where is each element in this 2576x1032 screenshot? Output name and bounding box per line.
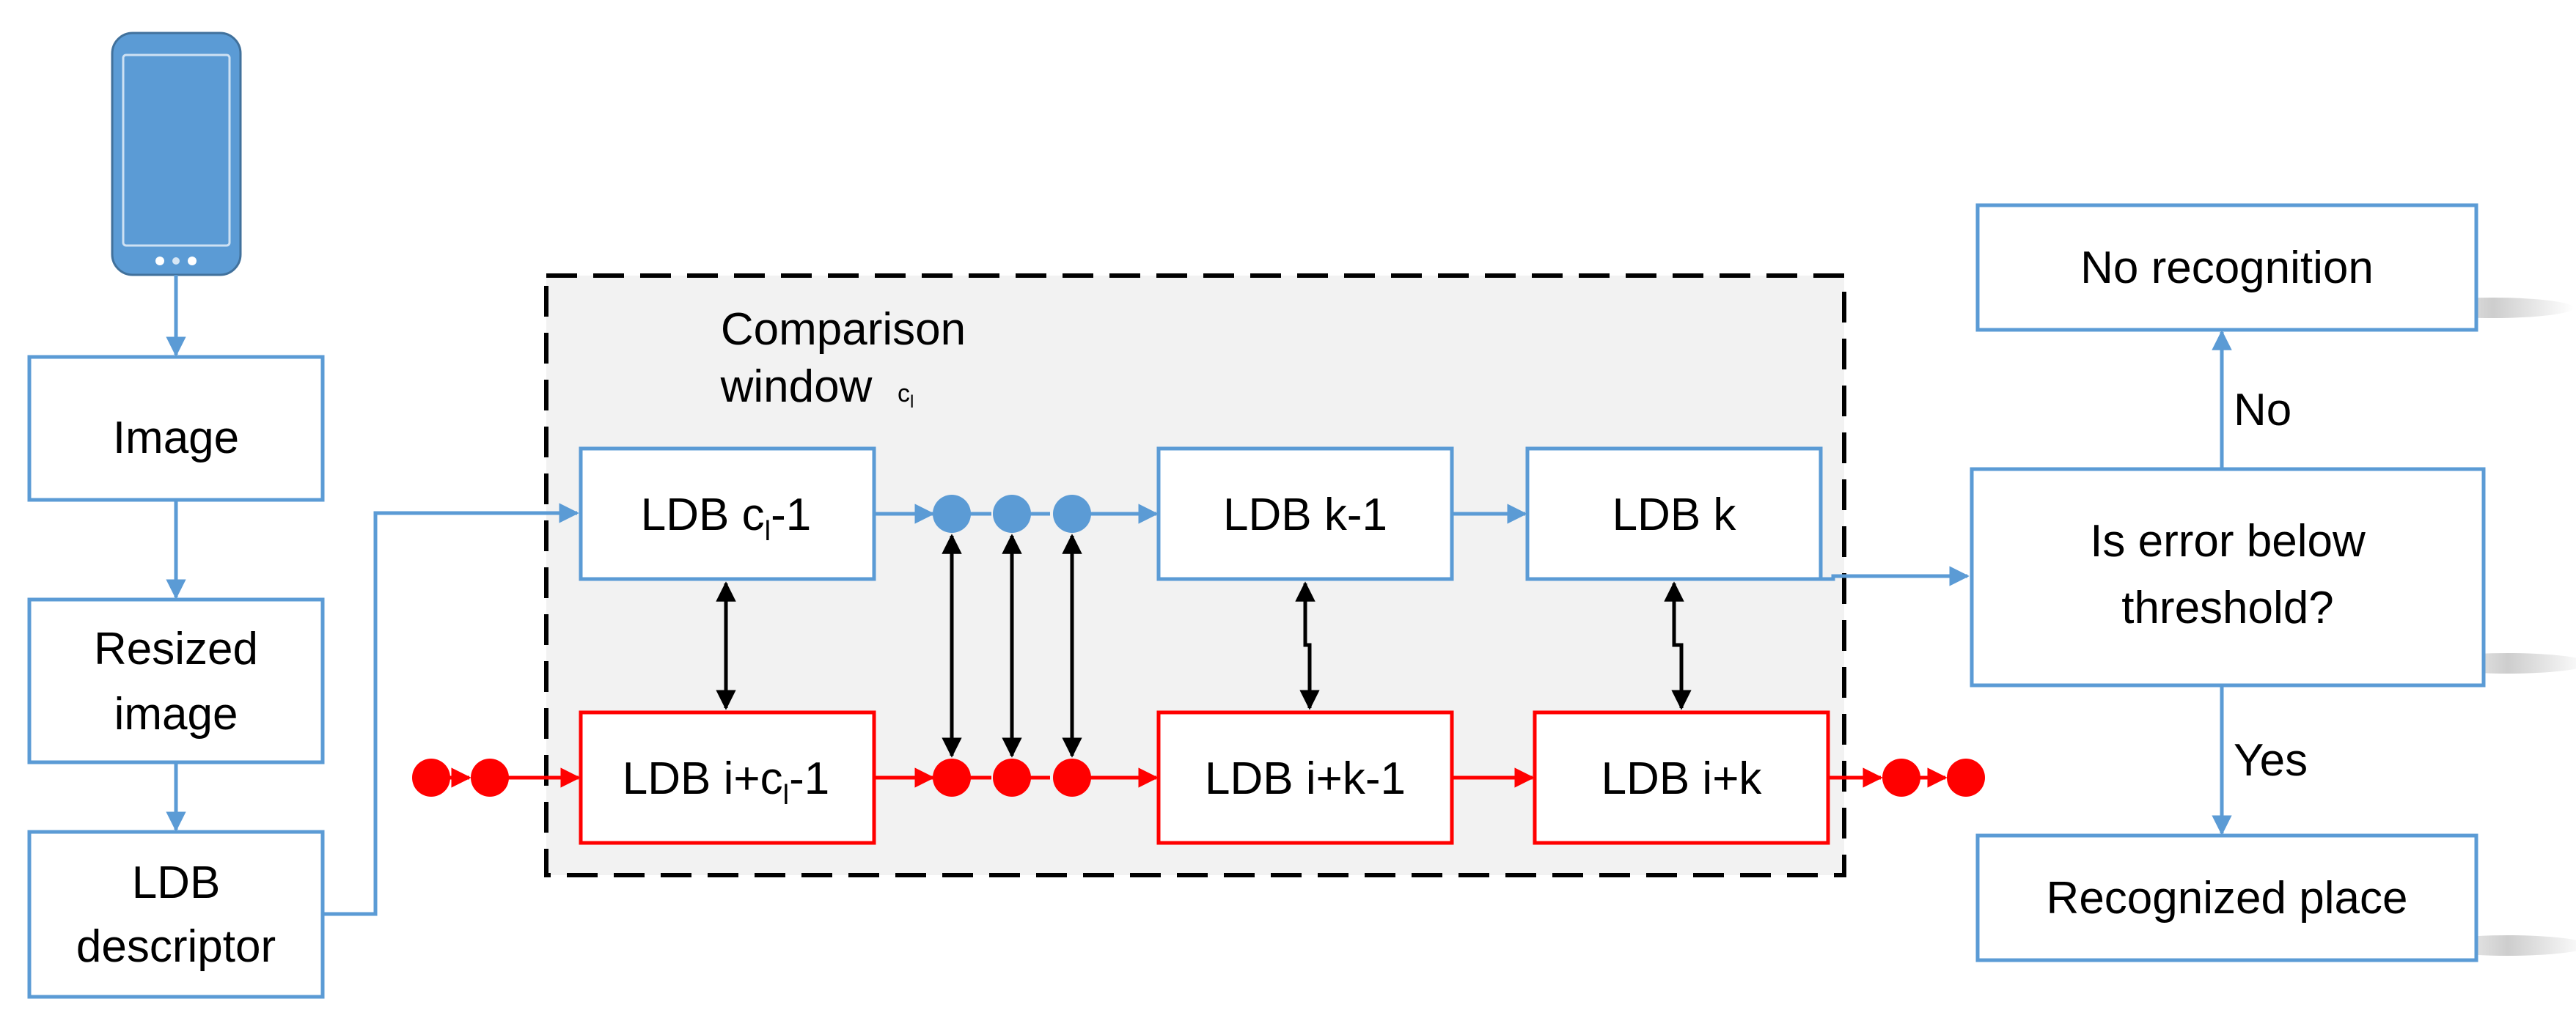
query-box-ldb-cl-1-label: LDB cl-1 [641, 490, 811, 547]
db-dot-in-1 [412, 759, 450, 797]
db-dot-3 [1053, 759, 1091, 797]
ldb-descriptor-box [27, 830, 325, 999]
ldb-descriptor-label-line1: LDB [132, 858, 221, 908]
recognized-place-label: Recognized place [2047, 873, 2408, 924]
query-dot-3 [1053, 495, 1091, 533]
db-dot-in-2 [471, 759, 509, 797]
image-label: Image [113, 413, 239, 463]
yes-branch-label: Yes [2234, 735, 2308, 786]
ldb-descriptor-label-line2: descriptor [76, 921, 276, 972]
db-dot-out-2 [1947, 759, 1985, 797]
query-dot-2 [993, 495, 1031, 533]
recognized-place-box [1975, 833, 2478, 962]
window-to-decision-arrow [1821, 566, 1970, 586]
compare-arrow-k [1664, 581, 1692, 710]
query-box-ldb-k-1-label: LDB k-1 [1223, 490, 1387, 540]
resized-image-label-line2: image [114, 689, 238, 740]
db-box-ldb-i-k-label: LDB i+k [1601, 753, 1763, 804]
no-branch-label: No [2234, 385, 2291, 435]
comparison-window-title-subscript: cl [898, 380, 914, 412]
db-dot-1 [933, 759, 971, 797]
no-recognition-box [1975, 203, 2478, 332]
compare-arrow-k-1 [1295, 581, 1320, 710]
comparison-window-title-line2: window [720, 361, 873, 412]
query-dot-1 [933, 495, 971, 533]
db-box-ldb-i-k-1-label: LDB i+k-1 [1205, 753, 1406, 804]
decision-box [1970, 467, 2486, 688]
db-box-ldb-i-k-1 [1156, 710, 1454, 845]
db-box-ldb-i-cl-1 [579, 710, 876, 845]
smartphone-icon [111, 32, 242, 276]
db-box-ldb-i-cl-1-label: LDB i+cl-1 [623, 753, 829, 811]
no-recognition-label: No recognition [2080, 243, 2374, 293]
comparison-window-title-line1: Comparison [721, 304, 966, 355]
resized-image-box [27, 597, 325, 764]
resized-image-label-line1: Resized [94, 624, 258, 674]
decision-label-line2: threshold? [2121, 583, 2334, 633]
decision-label-line1: Is error below [2090, 516, 2366, 567]
query-box-ldb-k-1 [1156, 446, 1454, 581]
db-dot-2 [993, 759, 1031, 797]
descriptor-to-window-arrow [323, 503, 579, 916]
db-box-ldb-i-k [1533, 710, 1830, 845]
db-dot-out-1 [1882, 759, 1920, 797]
query-box-ldb-cl-1 [579, 446, 876, 581]
query-box-ldb-k-label: LDB k [1612, 490, 1737, 540]
query-box-ldb-k [1525, 446, 1823, 581]
